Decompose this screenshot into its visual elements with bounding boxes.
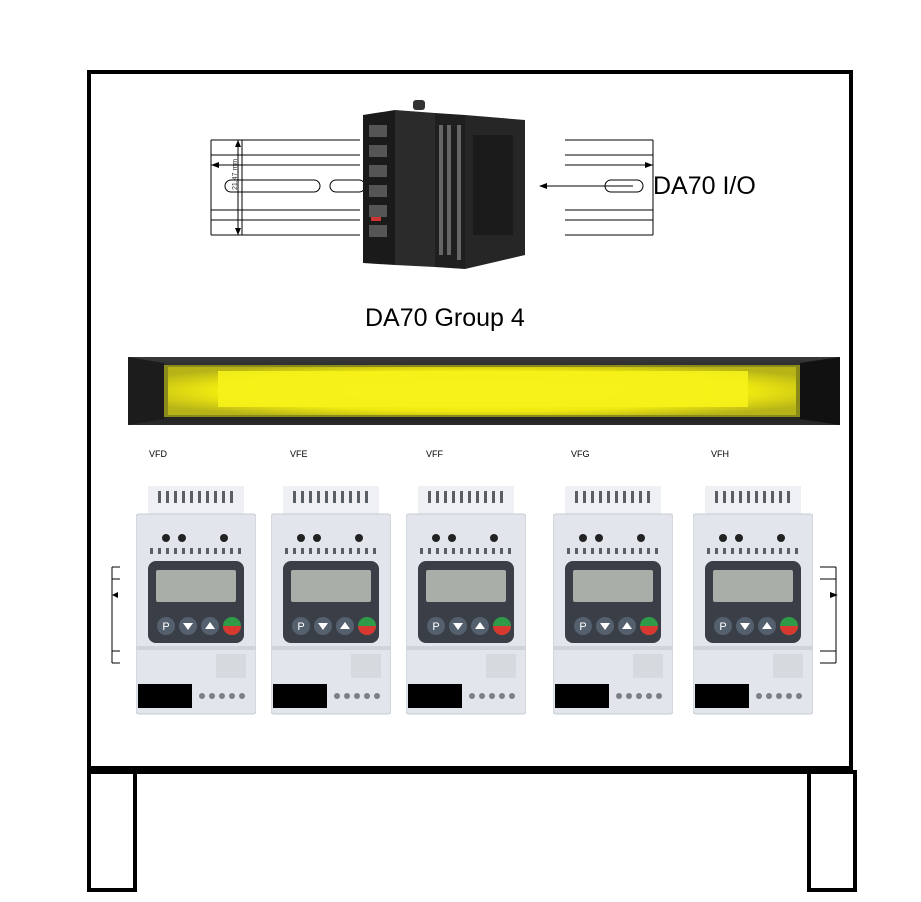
plc-controller-image	[363, 100, 525, 269]
group-label: DA70 Group 4	[365, 304, 525, 332]
enclosure-leg-right	[807, 772, 857, 892]
dimension-arrow-up-icon	[235, 140, 241, 147]
enclosure-frame	[87, 70, 853, 770]
din-rail-left	[210, 139, 365, 236]
drive-label-vfe: VFE	[290, 449, 308, 459]
drive-label-vfg: VFG	[571, 449, 590, 459]
arrow-left-icon	[539, 183, 547, 189]
mounting-bracket-left	[111, 566, 120, 664]
vfd-drive-vfd	[136, 486, 256, 715]
arrow-left-icon	[211, 162, 219, 168]
arrow-right-icon	[645, 162, 653, 168]
drive-label-vff: VFF	[426, 449, 443, 459]
vfd-drive-vfh	[693, 486, 813, 715]
arrow-left-icon	[112, 592, 118, 598]
vfd-drive-vff	[406, 486, 526, 715]
drive-label-vfh: VFH	[711, 449, 729, 459]
enclosure-leg-left	[87, 772, 137, 892]
drive-label-vfd: VFD	[149, 449, 167, 459]
vfd-drive-vfg	[553, 486, 673, 715]
vfd-drive-vfe	[271, 486, 391, 715]
enclosure-base	[87, 770, 857, 774]
io-label: DA70 I/O	[653, 172, 756, 200]
mounting-bracket-right	[820, 566, 838, 664]
dimension-arrow-down-icon	[235, 228, 241, 235]
indicator-light-bar	[128, 357, 840, 425]
din-rail-right	[539, 139, 654, 236]
arrow-right-icon	[830, 592, 838, 598]
rail-dimension-label: 21.47 mm	[232, 158, 239, 190]
